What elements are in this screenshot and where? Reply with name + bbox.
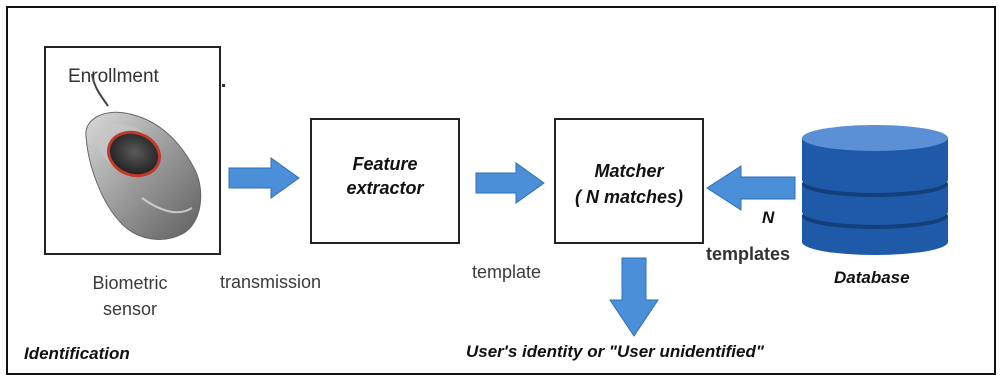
arrow-transmission-icon <box>228 157 300 199</box>
database-icon <box>802 125 948 255</box>
result-label: User's identity or "User unidentified" <box>466 342 764 361</box>
arrow-result-icon <box>609 257 659 337</box>
matcher-box: Matcher ( N matches) <box>554 118 704 244</box>
n-label: N <box>762 208 775 227</box>
matcher-line2: ( N matches) <box>574 187 684 207</box>
arrow-templates-icon <box>706 165 796 211</box>
fingerprint-sensor-icon <box>85 73 202 240</box>
biometric-label-line1: Biometric <box>92 273 168 293</box>
transmission-label: transmission <box>220 272 322 292</box>
enrollment-label: Enrollment <box>68 66 159 87</box>
feature-extractor-label: Feature extractor <box>312 152 458 200</box>
matcher-line1: Matcher <box>594 161 664 181</box>
sensor-box: Enrollment <box>44 46 221 255</box>
arrow-template-icon <box>475 162 545 204</box>
identification-label: Identification <box>24 344 130 363</box>
feature-extractor-box: Feature extractor <box>310 118 460 244</box>
template-label: template <box>472 262 542 282</box>
sensor-dot <box>222 84 225 87</box>
templates-label: templates <box>706 244 791 264</box>
matcher-label: Matcher ( N matches) <box>556 158 702 210</box>
feature-line2: extractor <box>346 178 424 198</box>
database-label: Database <box>834 268 910 287</box>
feature-line1: Feature <box>352 154 418 174</box>
biometric-label-line2: sensor <box>102 299 158 319</box>
biometric-sensor-label: Biometric sensor <box>62 270 198 322</box>
